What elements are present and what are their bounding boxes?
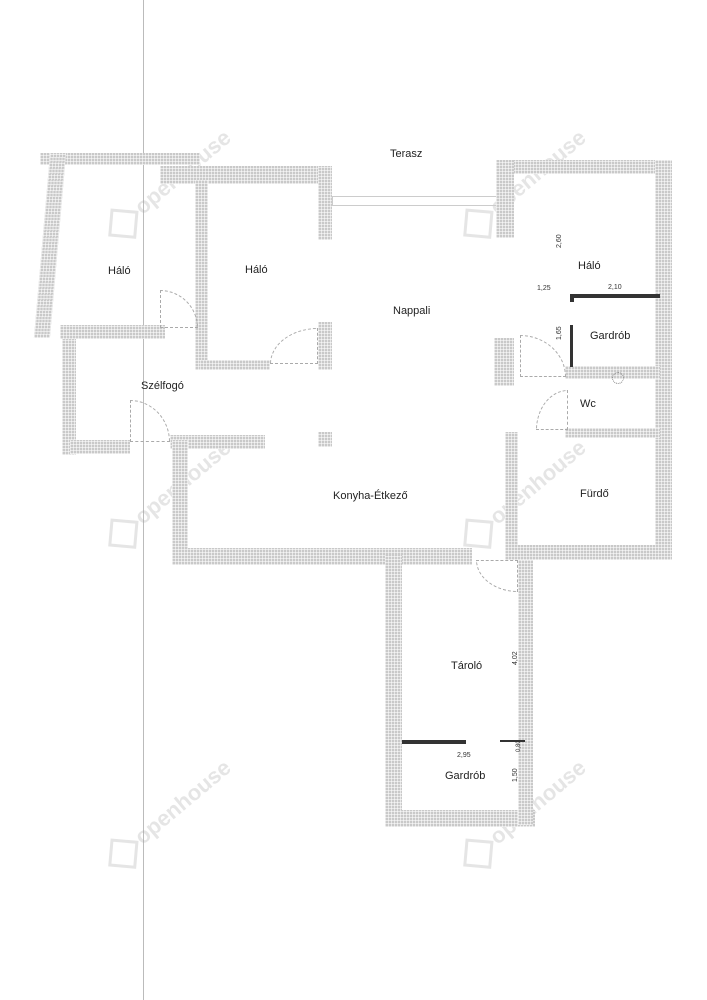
dimension-label: 4,02 [512,651,519,665]
watermark: openhouse [459,125,593,244]
terrace-window [332,196,502,206]
room-label-wc: Wc [580,398,596,410]
dimension-label: 1,25 [537,285,551,292]
room-label-halo: Háló [578,260,601,272]
door-swing [476,560,518,592]
door-swing [160,290,198,328]
watermark: openhouse [104,755,238,874]
toilet-icon [612,372,624,384]
dimension-label: 1,65 [556,326,563,340]
door-swing [270,328,318,364]
watermark: openhouse [459,435,593,554]
room-label-nappali: Nappali [393,305,431,317]
dimension-label: 0,80 [516,740,522,752]
dimension-label: 2,95 [457,752,471,759]
dimension-label: 2,60 [556,234,563,248]
door-swing [536,390,568,430]
watermark: openhouse [104,125,238,244]
room-label-halo: Háló [245,264,268,276]
room-label-terasz: Terasz [390,148,423,160]
room-label-tarolo: Tároló [451,660,483,672]
room-label-furdo: Fürdő [580,488,609,500]
room-label-halo: Háló [108,265,131,277]
room-label-gardrob: Gardrób [590,330,631,342]
page-margin-line [143,0,144,1000]
room-label-gardrob: Gardrób [445,770,486,782]
room-label-szelfogo: Szélfogó [141,380,184,392]
dimension-label: 1,50 [512,768,519,782]
door-swing [520,335,566,377]
dimension-label: 2,10 [608,284,622,291]
door-swing [130,400,170,442]
room-label-konyha-etkezo: Konyha-Étkező [333,490,408,502]
